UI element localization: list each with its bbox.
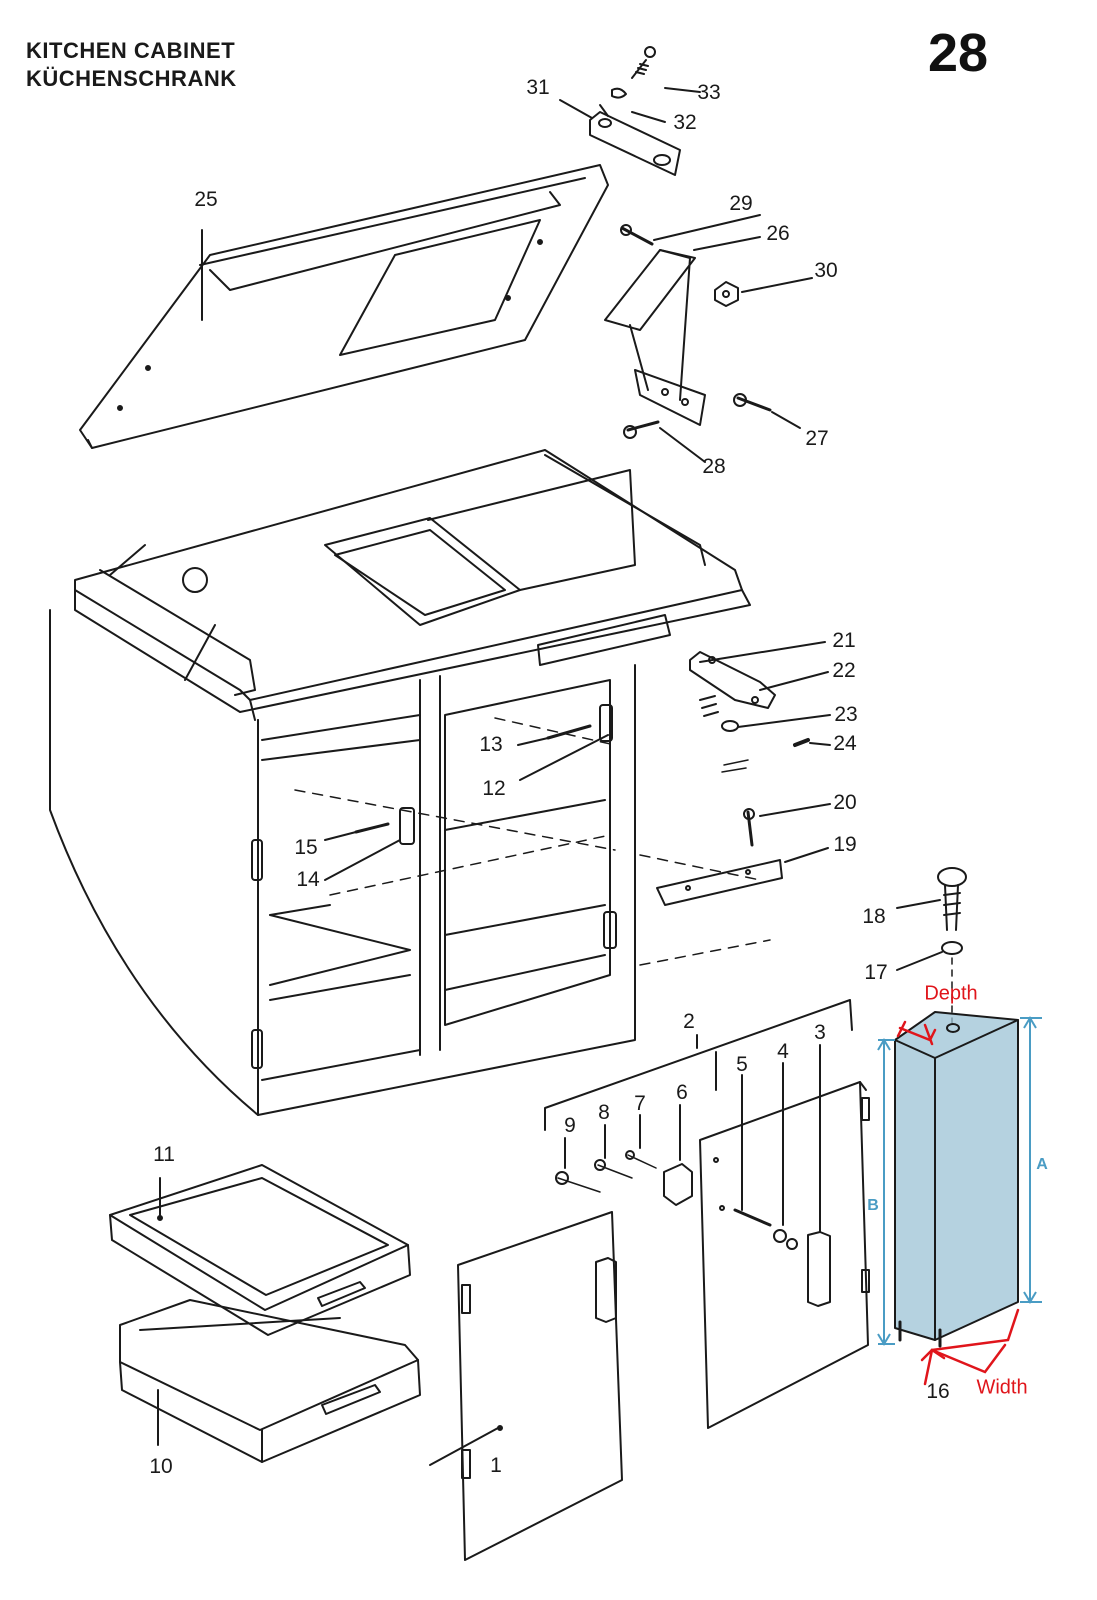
part-label-30: 30 bbox=[814, 259, 838, 282]
part-label-13: 13 bbox=[479, 733, 503, 756]
door-left bbox=[429, 1211, 623, 1561]
dimension-lines bbox=[877, 1016, 1042, 1346]
part-label-5: 5 bbox=[736, 1053, 748, 1076]
hinge-strap bbox=[559, 46, 701, 176]
part-label-7: 7 bbox=[634, 1092, 646, 1115]
part-label-4: 4 bbox=[777, 1040, 789, 1063]
part-label-26: 26 bbox=[766, 222, 790, 245]
part-label-16: 16 bbox=[926, 1380, 950, 1403]
cabinet-body bbox=[49, 449, 771, 1116]
red-annotations bbox=[896, 1020, 1020, 1386]
adjustable-foot bbox=[896, 867, 967, 1031]
part-label-2: 2 bbox=[683, 1010, 695, 1033]
part-label-28: 28 bbox=[702, 455, 726, 478]
part-label-11: 11 bbox=[153, 1143, 175, 1166]
part-label-6: 6 bbox=[676, 1081, 688, 1104]
part-label-24: 24 bbox=[833, 732, 857, 755]
door-hardware bbox=[544, 999, 870, 1429]
depth-annotation: Depth bbox=[924, 982, 978, 1005]
part-label-22: 22 bbox=[832, 659, 856, 682]
lid-panel bbox=[79, 164, 609, 449]
part-label-15: 15 bbox=[294, 836, 318, 859]
width-annotation: Width bbox=[976, 1376, 1028, 1399]
part-label-29: 29 bbox=[729, 192, 753, 215]
part-label-31: 31 bbox=[526, 76, 550, 99]
part-label-21: 21 bbox=[832, 629, 856, 652]
dimension-b-label: B bbox=[867, 1197, 879, 1214]
page-number: 28 bbox=[928, 23, 989, 83]
part-label-18: 18 bbox=[862, 905, 886, 928]
part-label-20: 20 bbox=[833, 791, 857, 814]
drawers bbox=[109, 1164, 421, 1463]
part-label-3: 3 bbox=[814, 1021, 826, 1044]
lid-stay-mechanism bbox=[604, 214, 813, 463]
part-label-33: 33 bbox=[697, 81, 721, 104]
part-label-19: 19 bbox=[833, 833, 857, 856]
part-label-32: 32 bbox=[673, 111, 697, 134]
part-label-8: 8 bbox=[598, 1101, 610, 1124]
cabinet-leg-highlighted bbox=[894, 1011, 1019, 1348]
part-label-14: 14 bbox=[296, 868, 320, 891]
part-label-17: 17 bbox=[864, 961, 888, 984]
part-label-10: 10 bbox=[149, 1455, 173, 1478]
part-label-27: 27 bbox=[805, 427, 829, 450]
part-label-23: 23 bbox=[834, 703, 858, 726]
part-label-25: 25 bbox=[194, 188, 218, 211]
title-english: KITCHEN CABINET bbox=[26, 38, 236, 63]
part-label-1: 1 bbox=[490, 1454, 502, 1477]
support-brackets bbox=[656, 641, 831, 906]
dimension-a-label: A bbox=[1036, 1156, 1048, 1173]
title-german: KÜCHENSCHRANK bbox=[26, 66, 237, 91]
part-label-9: 9 bbox=[564, 1114, 576, 1137]
part-label-12: 12 bbox=[482, 777, 506, 800]
